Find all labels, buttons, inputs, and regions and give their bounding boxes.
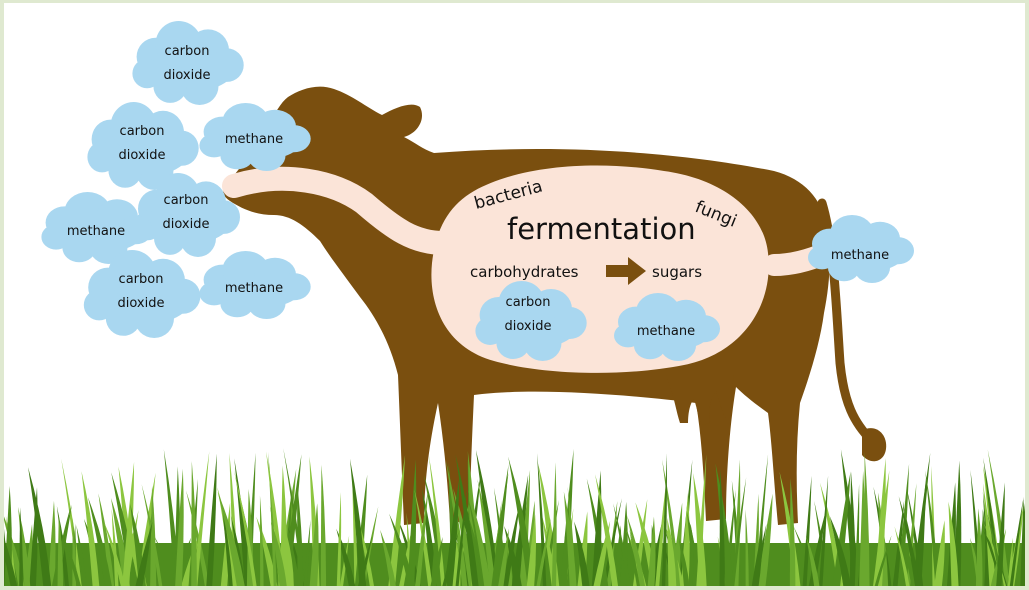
grass-blade (297, 482, 303, 586)
fermentation-title: fermentation (507, 212, 696, 246)
mouth-cloud-2-line2: dioxide (119, 148, 166, 163)
sugars-label: sugars (652, 263, 702, 281)
stomach-co2-line2: dioxide (505, 319, 552, 334)
stomach-methane-label: methane (637, 324, 695, 339)
grass-blade (337, 492, 341, 586)
mouth-cloud-1-line2: dioxide (164, 68, 211, 83)
grass-blade (865, 452, 870, 586)
mouth-cloud-1-line1: carbon (165, 44, 210, 59)
grass-blade (552, 462, 557, 586)
stomach-co2-line1: carbon (506, 295, 551, 310)
mouth-cloud-6-line2: dioxide (118, 296, 165, 311)
tail-methane-label: methane (831, 248, 889, 263)
carbohydrates-label: carbohydrates (470, 263, 579, 281)
mouth-cloud-6-line1: carbon (119, 272, 164, 287)
grass-blade (321, 464, 326, 586)
mouth-cloud-3-label: methane (225, 132, 283, 147)
grass (4, 448, 1025, 586)
mouth-cloud-2-line1: carbon (120, 124, 165, 139)
mouth-cloud-5-label: methane (67, 224, 125, 239)
cow-fermentation-diagram: bacteria fungi fermentation carbohydrate… (4, 3, 1025, 586)
mouth-cloud-4-line2: dioxide (163, 217, 210, 232)
diagram-frame: bacteria fungi fermentation carbohydrate… (4, 3, 1025, 586)
mouth-cloud-4-line1: carbon (164, 193, 209, 208)
mouth-cloud-7-label: methane (225, 281, 283, 296)
